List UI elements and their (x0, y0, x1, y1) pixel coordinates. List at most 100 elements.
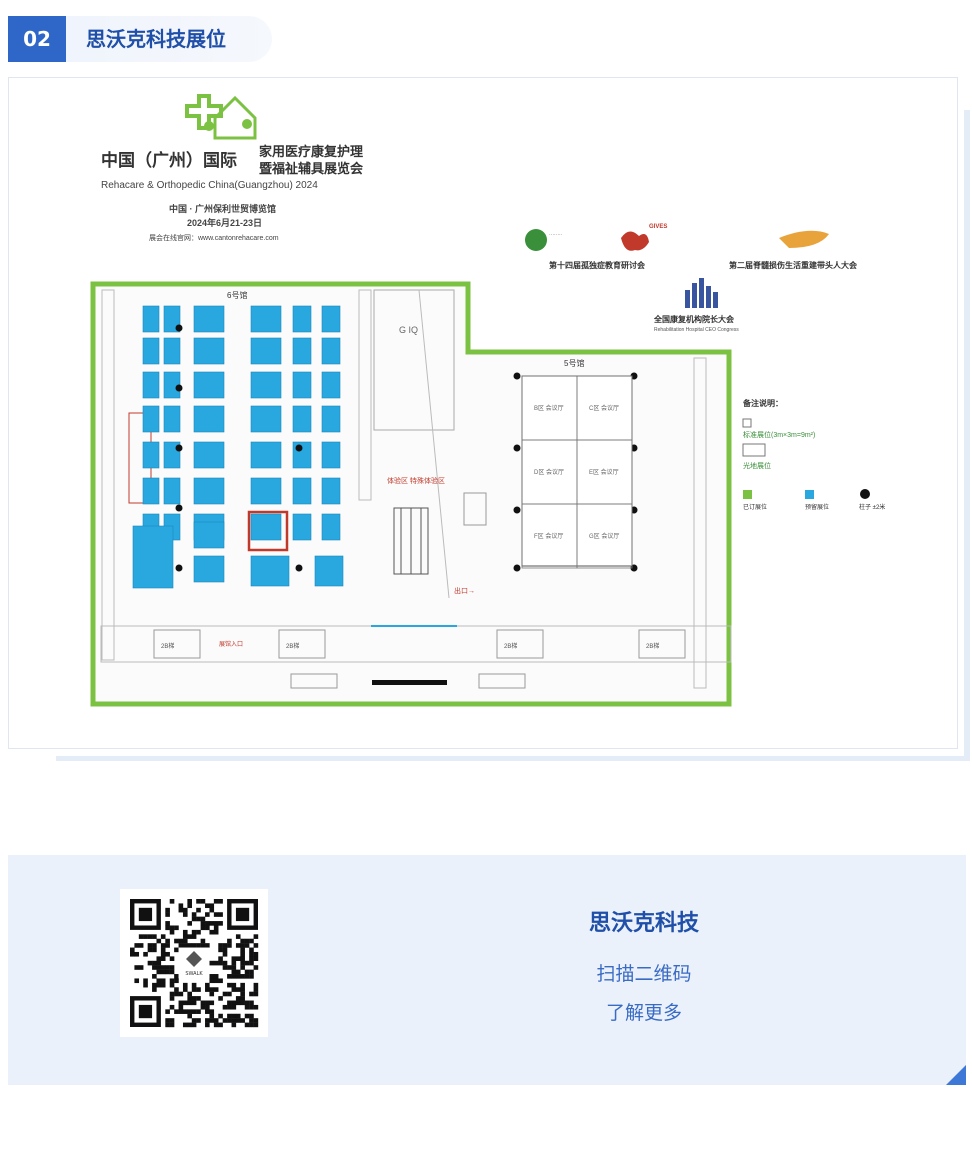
qr-module (160, 951, 166, 957)
stair-label-1: 2B梯 (161, 642, 174, 650)
qr-module (178, 991, 184, 997)
qr-module (249, 1018, 254, 1023)
qr-module (213, 987, 219, 992)
qr-module (231, 1022, 237, 1028)
booth (250, 477, 282, 505)
qr-module (222, 960, 228, 966)
qr-module (200, 899, 206, 904)
conference-room-label: E区 会议厅 (589, 468, 619, 476)
qr-module (240, 991, 245, 997)
qr-module (222, 991, 228, 997)
qr-module (253, 965, 259, 970)
qr-module (160, 965, 166, 970)
legend-space-swatch (742, 443, 766, 457)
qr-module (213, 912, 219, 917)
qr-module (218, 947, 223, 953)
qr-module (165, 951, 170, 957)
qr-module (218, 943, 223, 948)
qr-module (187, 921, 192, 926)
expo-dates: 2024年6月21-23日 (187, 217, 262, 228)
qr-module (191, 912, 197, 917)
qr-module (253, 1004, 259, 1010)
event-ceo-en: Rehabilitation Hospital CEO Congress (654, 327, 739, 333)
qr-module (244, 1000, 250, 1006)
qr-module (235, 996, 241, 1001)
qr-module (152, 943, 157, 948)
qr-module (222, 947, 228, 953)
qr-module (205, 921, 210, 926)
pillar (295, 444, 303, 452)
booth (321, 305, 341, 333)
qr-module (182, 982, 188, 988)
floorplan-card[interactable]: 中国（广州）国际 家用医疗康复护理 暨福祉辅具展览会 Rehacare & Or… (8, 77, 958, 749)
qr-module (235, 1013, 241, 1019)
legend-sold-swatch (743, 490, 752, 499)
qr-module (174, 1009, 179, 1014)
booth (193, 521, 225, 549)
footer-company-name: 思沃克科技 (588, 911, 699, 936)
qr-code[interactable]: SWALK (120, 889, 268, 1037)
pillar (513, 506, 521, 514)
booth (314, 555, 344, 587)
qr-module (244, 943, 250, 948)
qr-module (174, 925, 179, 931)
legend-sold: 已订展位 (743, 503, 767, 511)
qr-module (196, 987, 201, 992)
section-header: 02 思沃克科技展位 (8, 16, 272, 62)
expo-title-left: 中国（广州）国际 (101, 150, 237, 170)
qr-module (218, 996, 223, 1001)
qr-module (165, 1022, 170, 1028)
qr-module (169, 969, 175, 975)
qr-module (147, 960, 153, 966)
qr-module (240, 956, 245, 961)
booth (163, 337, 181, 365)
qr-module (196, 916, 201, 922)
qr-module (240, 1018, 245, 1023)
qr-module (240, 947, 245, 953)
pillar (175, 444, 183, 452)
qr-module (253, 956, 259, 961)
qr-module (227, 974, 232, 979)
qr-module (231, 1013, 237, 1019)
qr-module (209, 1018, 215, 1023)
qr-module (200, 938, 206, 944)
floorplan-image: 中国（广州）国际 家用医疗康复护理 暨福祉辅具展览会 Rehacare & Or… (90, 94, 885, 707)
qr-module (253, 934, 259, 939)
qr-module (249, 969, 254, 975)
expo-title-en: Rehacare & Orthopedic China(Guangzhou) 2… (101, 180, 318, 191)
highlight-booth[interactable] (247, 510, 289, 552)
qr-module (213, 1022, 219, 1028)
stair-label-4: 2B梯 (646, 642, 659, 650)
qr-module (138, 943, 144, 948)
qr-module (249, 1004, 254, 1010)
qr-module (209, 1013, 215, 1019)
qr-module (227, 991, 232, 997)
booth (321, 441, 341, 469)
qr-module (182, 929, 188, 935)
qr-module (182, 1009, 188, 1014)
qr-module (205, 912, 210, 917)
qr-module (218, 956, 223, 961)
gives-logo (621, 231, 649, 251)
qr-module (156, 969, 162, 975)
qr-module (187, 899, 192, 904)
booth (292, 441, 312, 469)
stair-room-3 (496, 629, 544, 659)
legend-reserved-swatch (805, 490, 814, 499)
main-gate (372, 680, 447, 685)
qr-module (187, 1000, 192, 1006)
qr-module (147, 947, 153, 953)
booth (292, 337, 312, 365)
qr-module (222, 943, 228, 948)
hall6-side-room (373, 289, 455, 431)
qr-module (240, 996, 245, 1001)
side-kiosk (463, 492, 487, 526)
booth (193, 371, 225, 399)
qr-module (240, 987, 245, 992)
qr-module (182, 1022, 188, 1028)
stair-room-2 (278, 629, 326, 659)
qr-module (191, 1018, 197, 1023)
qr-module (196, 943, 201, 948)
bottom-bench-1 (290, 673, 338, 689)
qr-module (244, 1013, 250, 1019)
